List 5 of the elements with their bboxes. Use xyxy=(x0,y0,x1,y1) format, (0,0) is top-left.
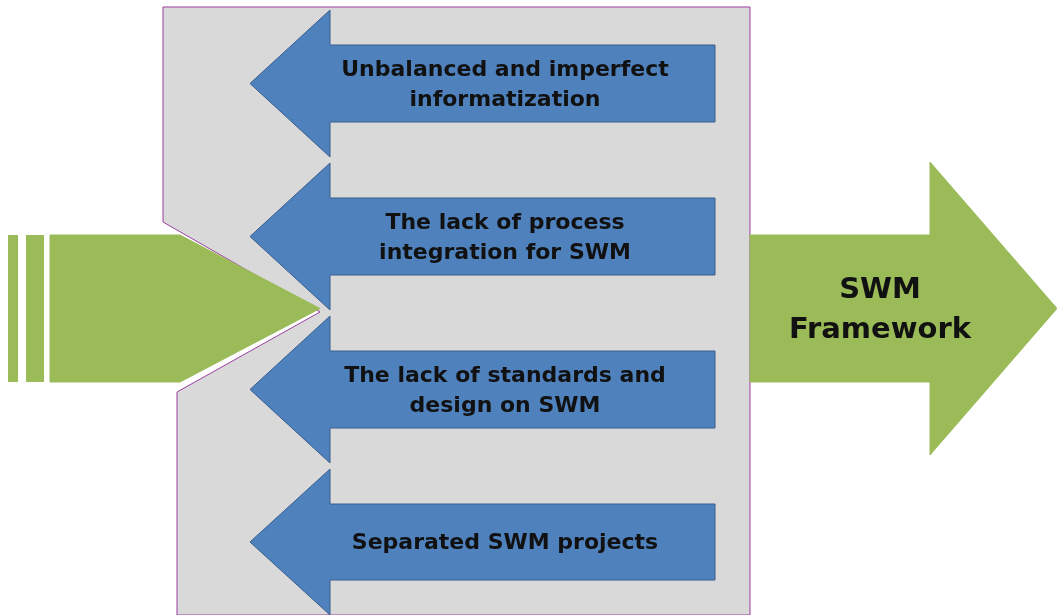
arrow-label: SWM Framework xyxy=(788,270,973,347)
arrow-label: Separated SWM projects xyxy=(350,528,660,557)
arrow-label: The lack of process integration for SWM xyxy=(378,207,632,266)
arrow-label: Unbalanced and imperfect informatization xyxy=(340,54,670,113)
arrow-label: The lack of standards and design on SWM xyxy=(343,360,667,419)
